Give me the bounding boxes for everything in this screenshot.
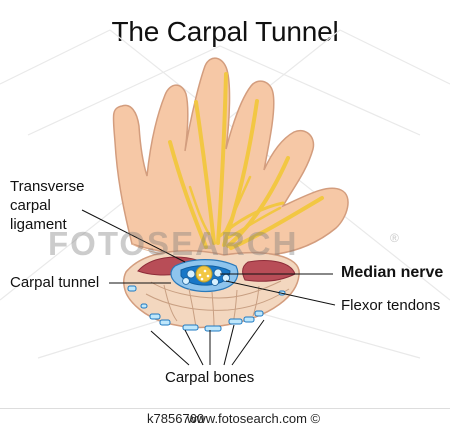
page-title: The Carpal Tunnel <box>111 16 339 47</box>
fotosearch-site-link[interactable]: www.fotosearch.com © <box>187 411 321 426</box>
wrist-cross-section <box>123 250 300 332</box>
transverse-label-line3: ligament <box>10 216 67 233</box>
label-leader-lines <box>81 209 336 366</box>
footer-bar <box>0 408 450 430</box>
carpal-bones-label: Carpal bones <box>165 369 255 386</box>
transverse-label-line1: Transverse <box>10 178 85 195</box>
image-code: k7856760 <box>147 411 205 426</box>
carpal-tunnel-label: Carpal tunnel <box>10 274 100 291</box>
flexor-tendons-label: Flexor tendons <box>341 297 441 314</box>
transverse-label-line2: carpal <box>10 197 51 214</box>
median-nerve-label: Median nerve <box>341 264 444 281</box>
nerve-branches <box>168 72 324 250</box>
